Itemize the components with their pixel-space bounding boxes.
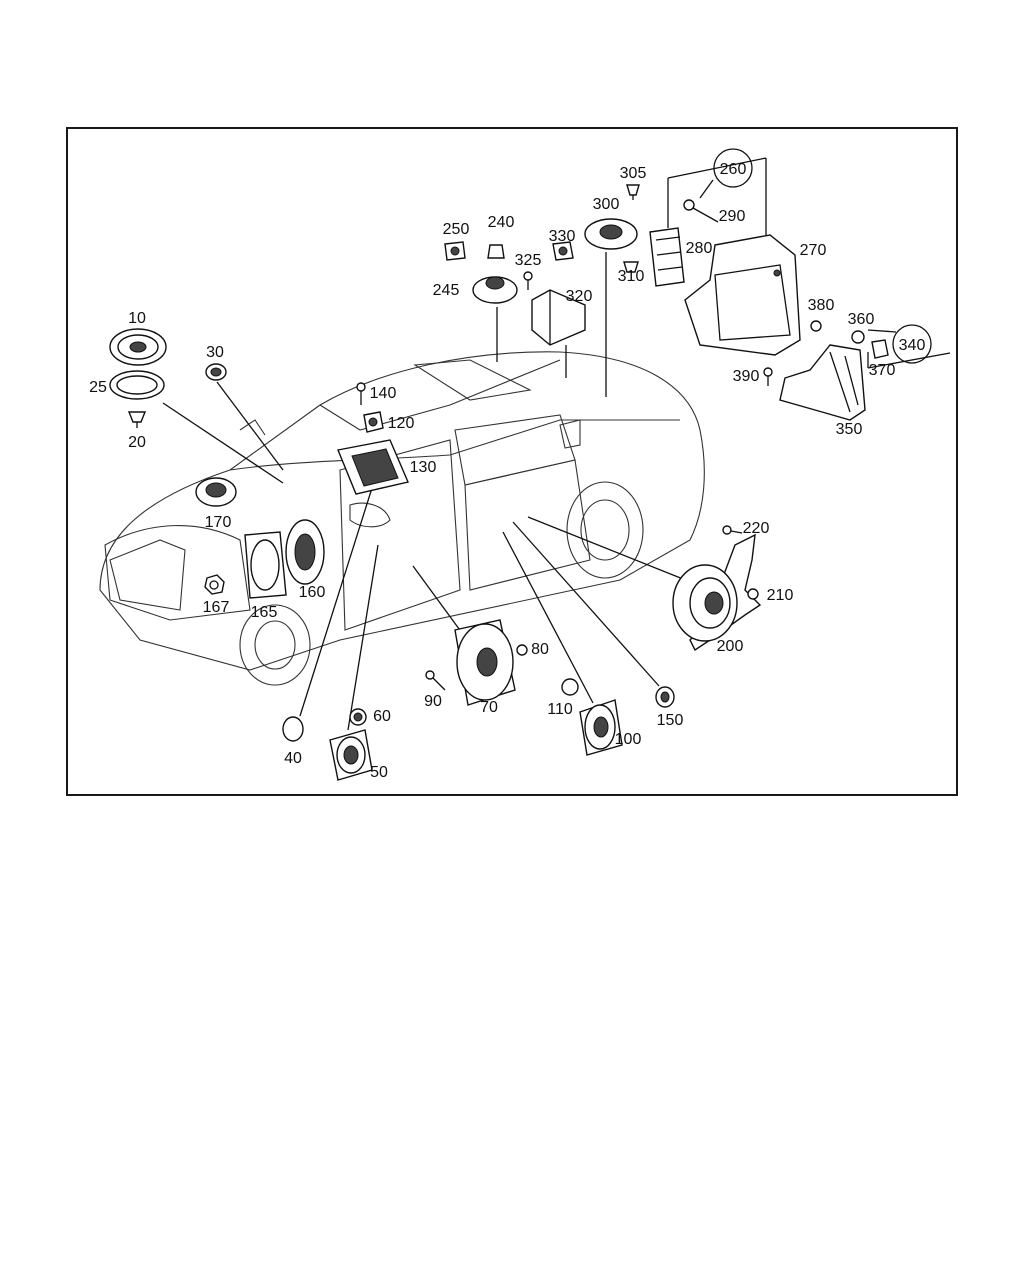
- label-380: 380: [808, 297, 835, 314]
- label-210: 210: [767, 587, 794, 604]
- part-90-screw: [425, 670, 446, 691]
- label-340: 340: [899, 337, 926, 354]
- label-60: 60: [373, 708, 391, 725]
- car-outline: [99, 351, 705, 686]
- part-60-grommet: [349, 708, 367, 726]
- label-20: 20: [128, 434, 146, 451]
- label-220: 220: [743, 520, 770, 537]
- label-100: 100: [615, 731, 642, 748]
- label-50: 50: [370, 764, 388, 781]
- label-90: 90: [424, 693, 442, 710]
- part-370-clip: [871, 339, 889, 359]
- label-290: 290: [719, 208, 746, 225]
- part-40-clip: [282, 716, 304, 742]
- label-80: 80: [531, 641, 549, 658]
- label-140: 140: [370, 385, 397, 402]
- label-25: 25: [89, 379, 107, 396]
- label-30: 30: [206, 344, 224, 361]
- part-120-nut: [363, 411, 384, 433]
- part-240-cap: [487, 244, 505, 259]
- part-150-grommet: [655, 686, 675, 708]
- part-110-grommet: [561, 678, 579, 696]
- label-240: 240: [488, 214, 515, 231]
- label-40: 40: [284, 750, 302, 767]
- label-300: 300: [593, 196, 620, 213]
- label-165: 165: [251, 604, 278, 621]
- callout-circle-260: [713, 148, 753, 188]
- label-390: 390: [733, 368, 760, 385]
- part-10-speaker: [109, 328, 167, 366]
- label-10: 10: [128, 310, 146, 327]
- part-220-screw: [722, 525, 743, 535]
- part-167-nut: [204, 574, 225, 595]
- part-100-speaker: [579, 699, 623, 756]
- label-350: 350: [836, 421, 863, 438]
- diagram-frame: [66, 127, 958, 796]
- part-390-screw: [763, 367, 773, 386]
- leader-lines: [162, 157, 951, 731]
- part-245-speaker: [472, 276, 518, 304]
- part-305-clip: [626, 184, 640, 200]
- label-167: 167: [203, 599, 230, 616]
- part-50-speaker: [329, 729, 373, 781]
- part-80-nut: [516, 644, 528, 656]
- part-380-nut: [810, 320, 822, 332]
- label-170: 170: [205, 514, 232, 531]
- callout-circle-340: [892, 324, 932, 364]
- part-210-nut: [747, 588, 759, 600]
- label-360: 360: [848, 311, 875, 328]
- part-200-subwoofer: [672, 533, 762, 652]
- label-70: 70: [480, 699, 498, 716]
- part-250-nut: [444, 241, 466, 261]
- label-150: 150: [657, 712, 684, 729]
- label-280: 280: [686, 240, 713, 257]
- part-300-speaker: [584, 218, 638, 250]
- part-360-clip: [851, 330, 865, 344]
- label-320: 320: [566, 288, 593, 305]
- label-270: 270: [800, 242, 827, 259]
- part-140-screw: [356, 382, 366, 405]
- part-270-housing: [684, 234, 801, 356]
- label-245: 245: [433, 282, 460, 299]
- part-165-frame: [244, 531, 287, 599]
- part-160-woofer: [285, 519, 325, 585]
- part-280-amplifier: [649, 227, 685, 287]
- label-120: 120: [388, 415, 415, 432]
- part-325-screw: [523, 271, 533, 290]
- label-260: 260: [720, 161, 747, 178]
- label-305: 305: [620, 165, 647, 182]
- part-170-speaker: [195, 477, 237, 507]
- label-250: 250: [443, 221, 470, 238]
- label-310: 310: [618, 268, 645, 285]
- part-70-speaker: [454, 619, 516, 706]
- part-25-ring: [109, 370, 165, 400]
- part-330-nut: [552, 241, 574, 261]
- label-130: 130: [410, 459, 437, 476]
- label-325: 325: [515, 252, 542, 269]
- part-290-screw: [683, 199, 719, 223]
- part-30-tweeter: [205, 363, 227, 381]
- part-labels: 10 25 20 30 140 120 130 170 167 165 160 …: [89, 161, 925, 781]
- part-20-clip: [127, 411, 147, 428]
- label-330: 330: [549, 228, 576, 245]
- part-320-module: [531, 289, 586, 346]
- label-200: 200: [717, 638, 744, 655]
- part-350-bracket: [779, 344, 866, 421]
- label-160: 160: [299, 584, 326, 601]
- part-130-housing: [337, 439, 409, 495]
- part-310-clip: [623, 261, 639, 273]
- label-370: 370: [869, 362, 896, 379]
- label-110: 110: [547, 701, 573, 718]
